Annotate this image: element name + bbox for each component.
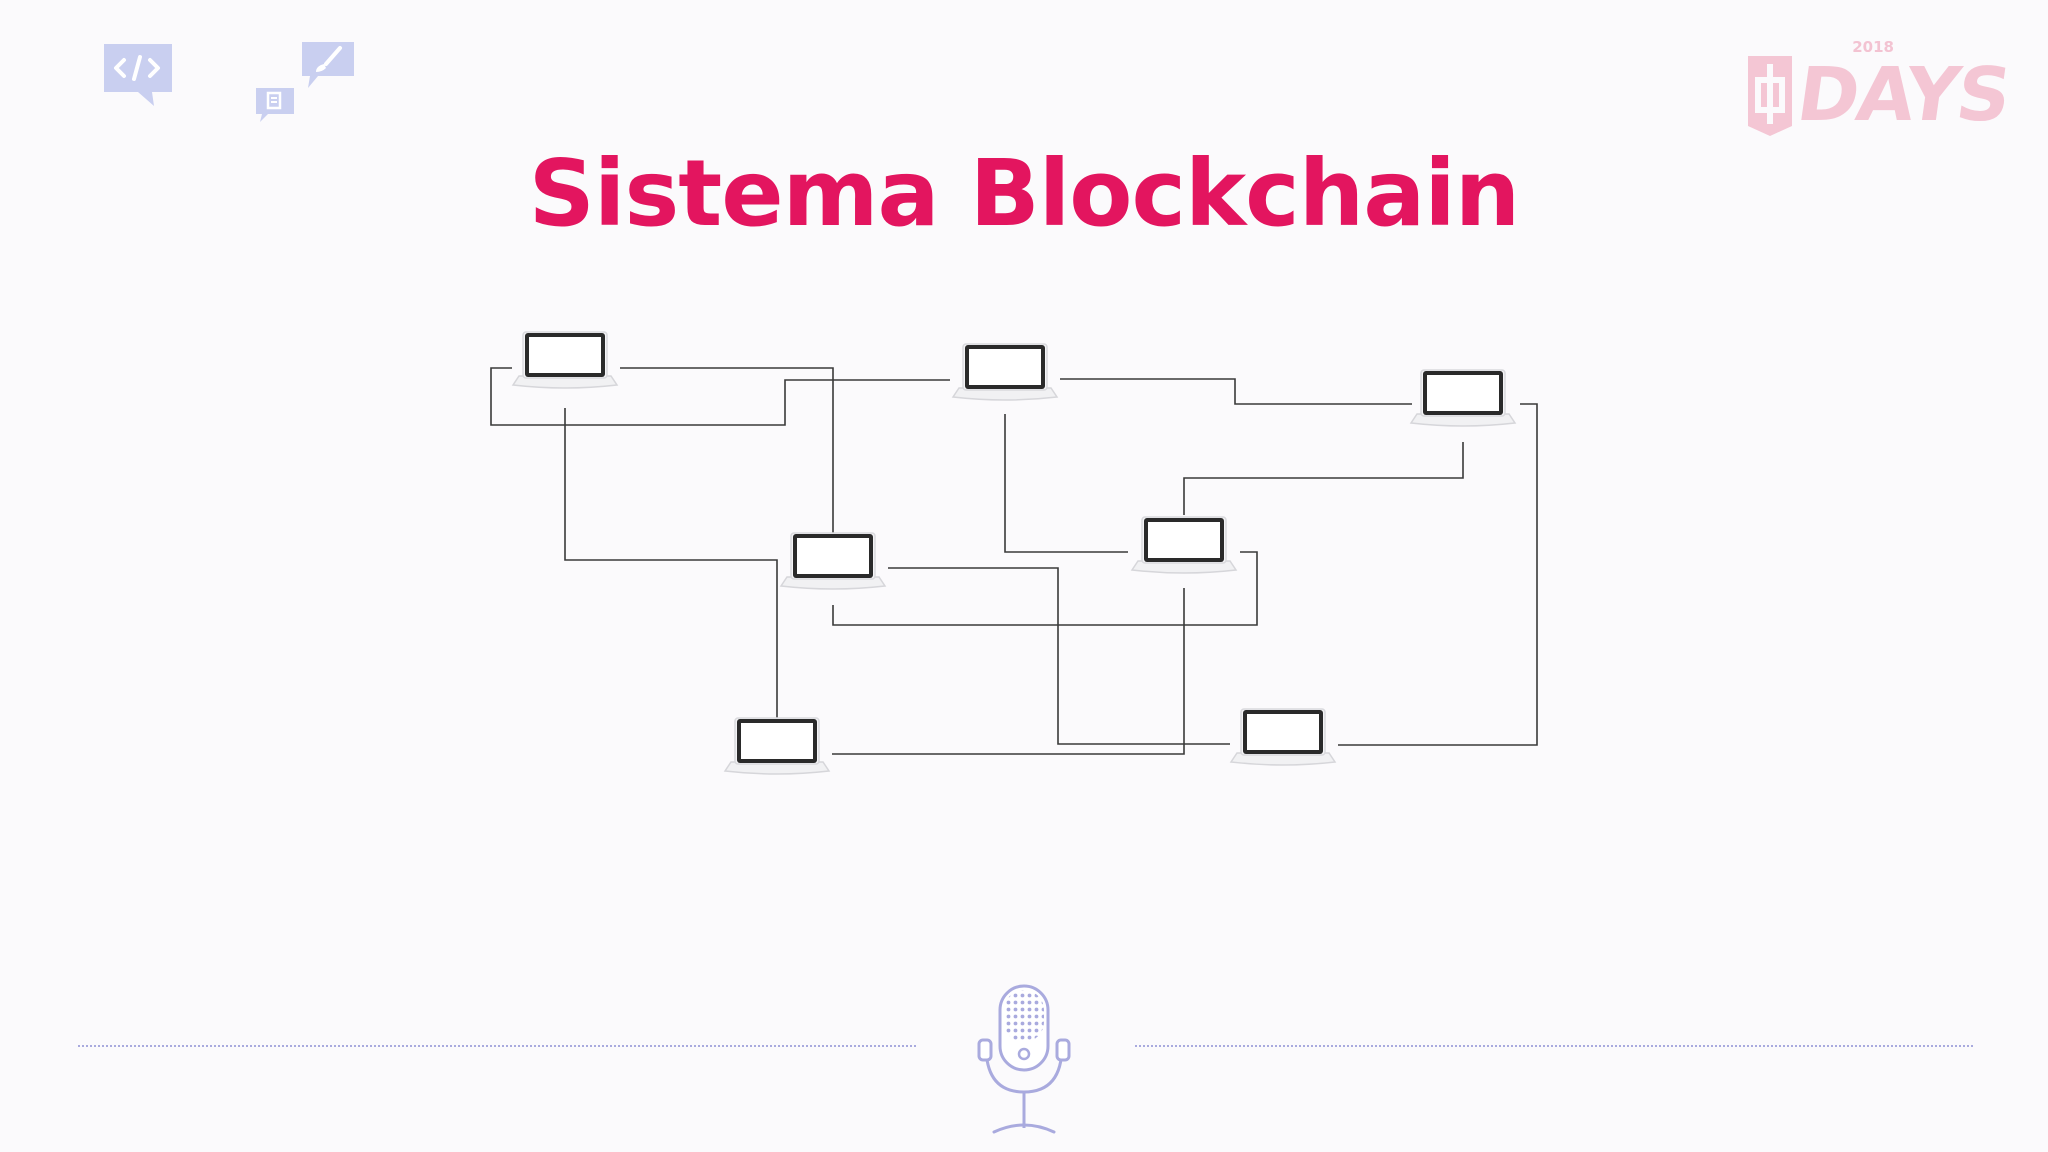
microphone-icon: [977, 984, 1071, 1134]
link: [888, 567, 1230, 745]
bottom-divider-left: [78, 1045, 916, 1047]
link: [1060, 378, 1412, 405]
event-logo: 2018 DAYS: [1740, 38, 2015, 140]
link: [620, 367, 834, 534]
network-links: [490, 367, 1538, 755]
node-laptop: [512, 331, 618, 389]
link: [1183, 442, 1464, 515]
node-laptop: [1410, 369, 1516, 427]
node-laptop: [1230, 708, 1336, 766]
link: [1004, 414, 1128, 553]
link: [1338, 403, 1538, 746]
node-laptop: [952, 343, 1058, 401]
node-laptop: [1131, 516, 1237, 574]
link: [490, 367, 950, 426]
document-bubble-icon: [256, 88, 294, 122]
slide-title: Sistema Blockchain: [528, 140, 1521, 247]
bottom-divider-right: [1135, 1045, 1973, 1047]
brush-bubble-icon: [302, 42, 354, 88]
node-laptop: [780, 532, 886, 590]
logo-mark-icon: [1748, 56, 1792, 136]
code-bubble-icon: [104, 44, 172, 106]
logo-year: 2018: [1852, 38, 1894, 56]
node-laptop: [724, 717, 830, 775]
link: [564, 408, 778, 718]
link: [832, 588, 1185, 755]
link: [832, 551, 1258, 626]
